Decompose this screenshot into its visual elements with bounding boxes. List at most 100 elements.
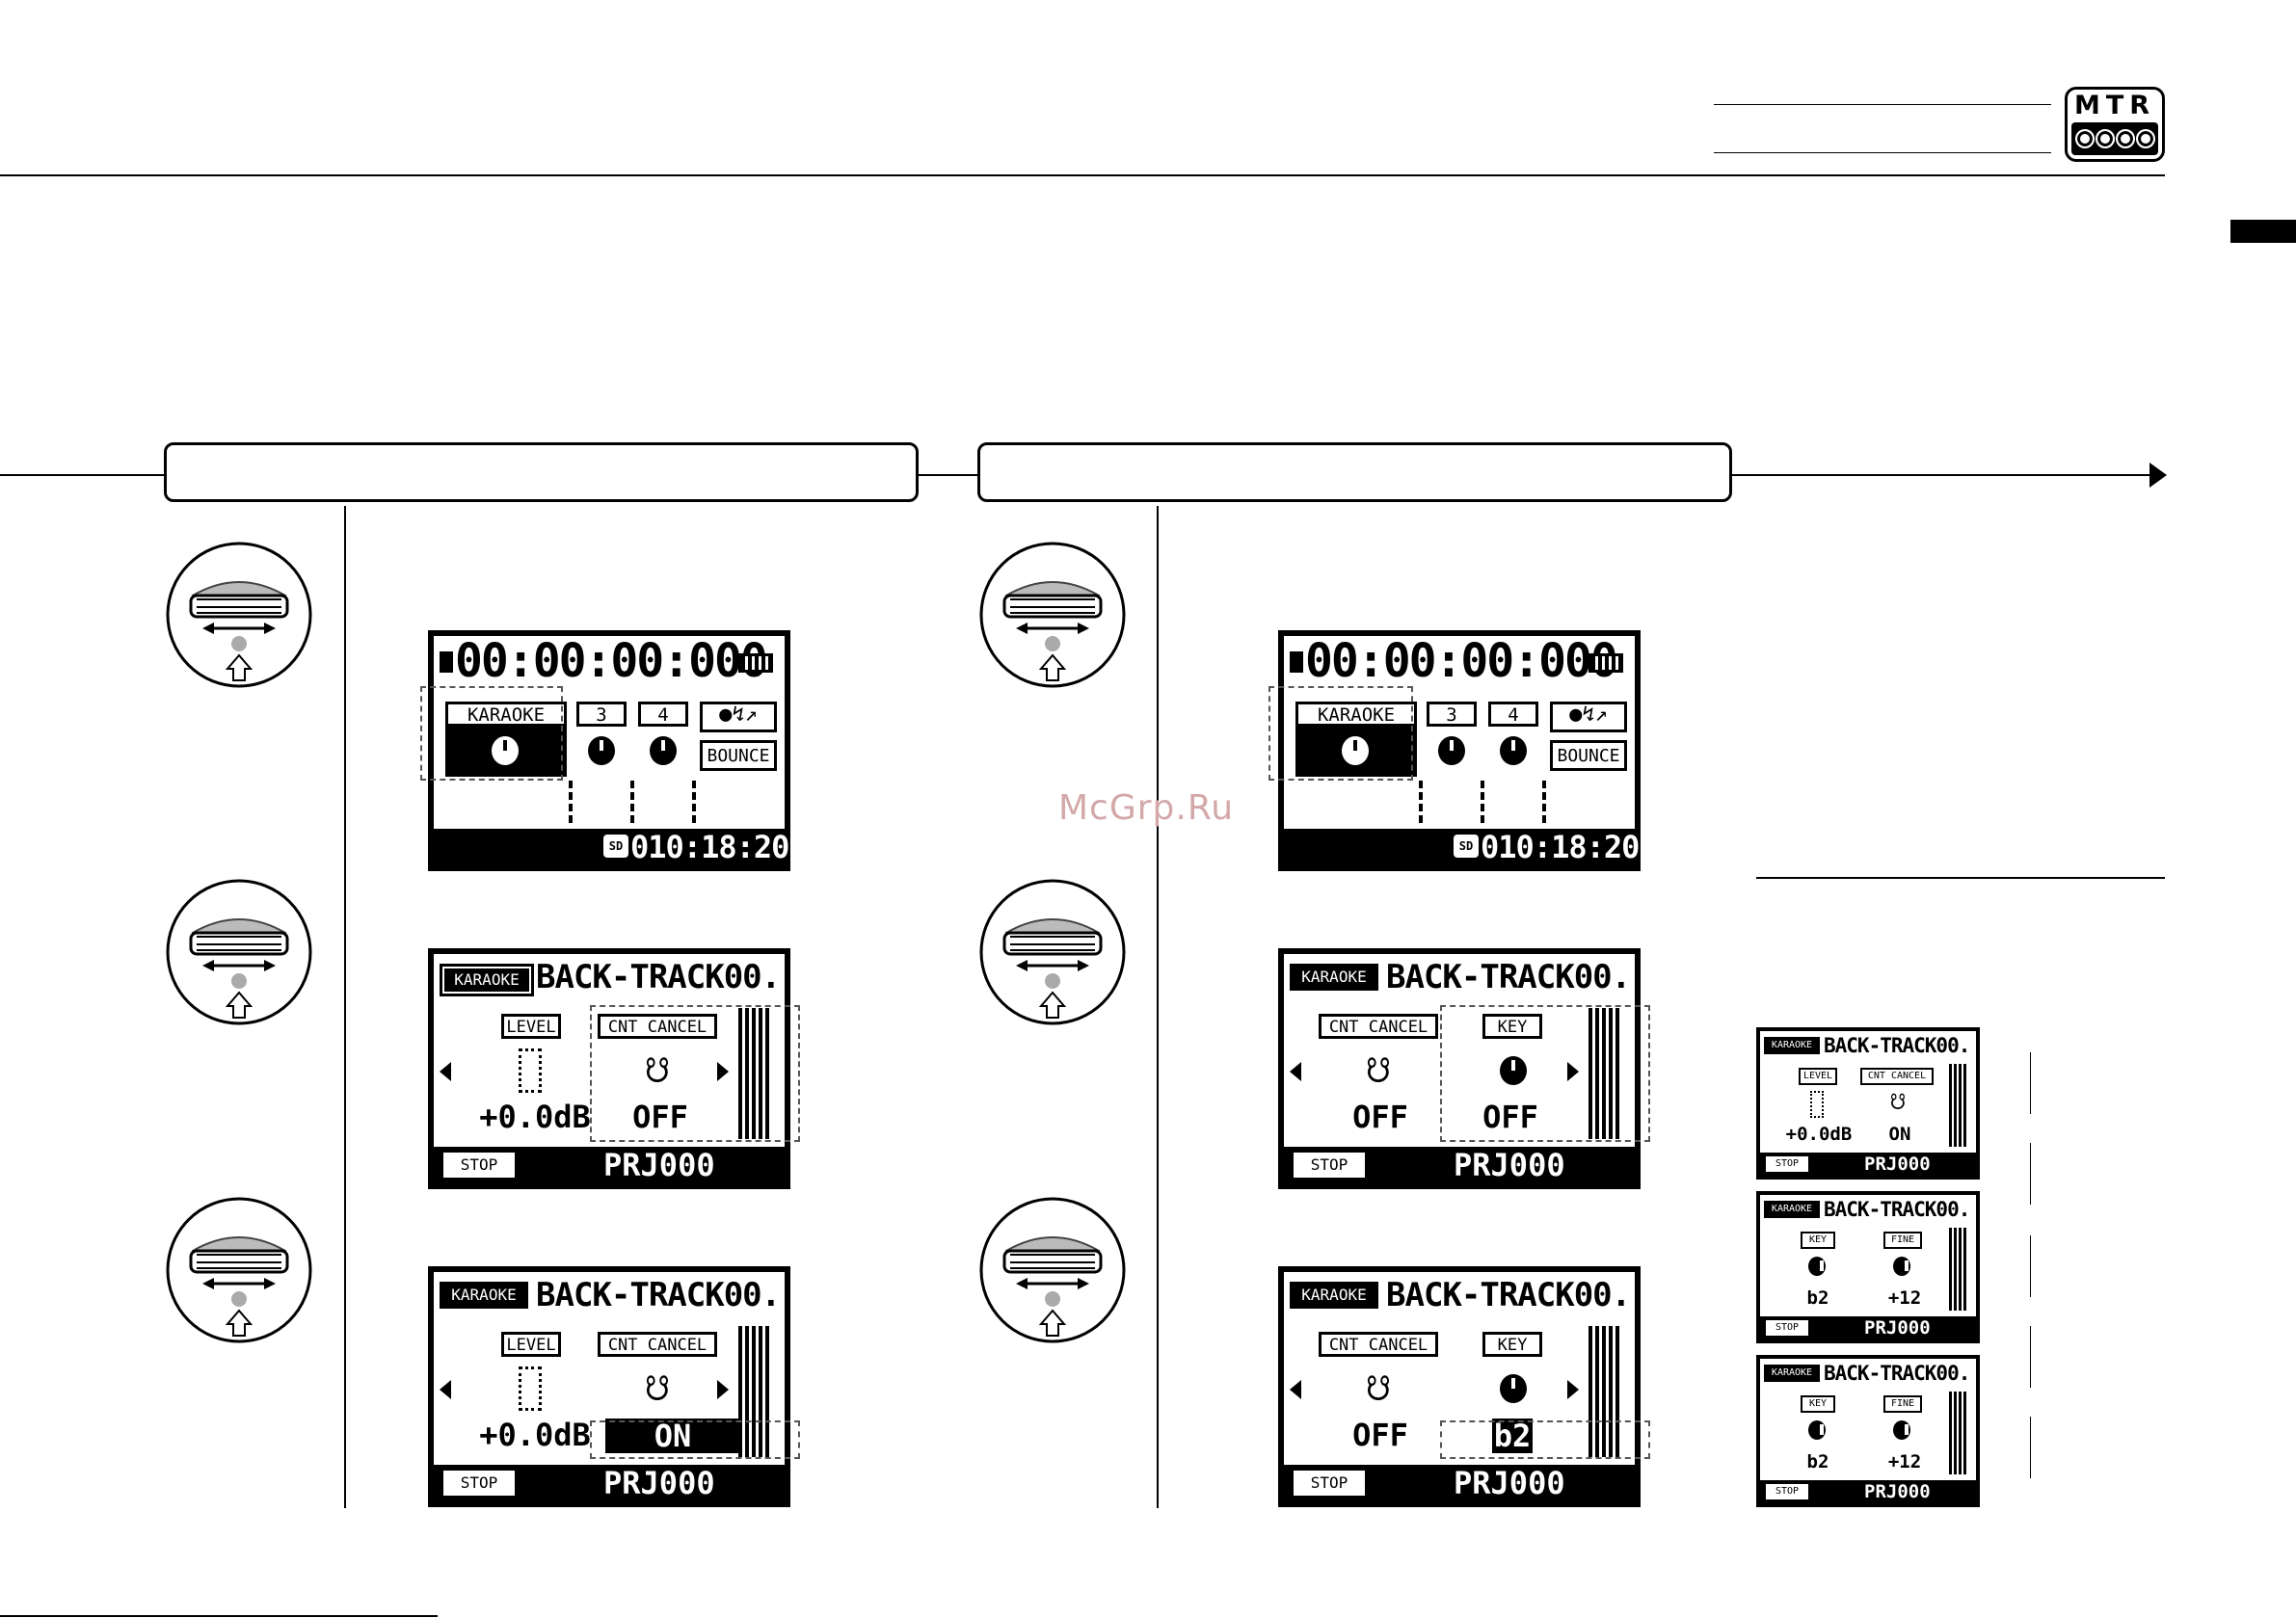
knob-icon <box>2135 129 2155 148</box>
step-header-1 <box>164 442 919 502</box>
param-label-key: KEY <box>1482 1014 1542 1039</box>
fine-value: +12 <box>1887 1287 1922 1309</box>
step-header-2 <box>977 442 1732 502</box>
arrow-right-icon <box>1567 1062 1579 1081</box>
time-counter: 00:00:00:000 <box>455 634 768 688</box>
sd-icon: SD <box>1454 835 1479 858</box>
param-label-cnt-cancel: CNT CANCEL <box>598 1332 717 1357</box>
track-title: BACK-TRACK00. <box>1386 1276 1631 1314</box>
key-knob-icon <box>1808 1257 1826 1276</box>
lcd-home-body: 00:00:00:000 KARAOKE 3 4 ●↯↗ BOUNCE SD 0… <box>1284 636 1640 865</box>
arrow-right-icon <box>717 1380 729 1399</box>
header-rule-short-2 <box>1714 152 2051 153</box>
project-name: PRJ000 <box>1864 1481 1931 1502</box>
project-name: PRJ000 <box>1864 1154 1931 1175</box>
project-name: PRJ000 <box>1454 1465 1565 1501</box>
track-label-karaoke: KARAOKE <box>445 702 567 727</box>
meter-divider <box>1419 781 1423 823</box>
param-label-level: LEVEL <box>501 1014 561 1039</box>
mode-tag: KARAOKE <box>1290 964 1378 991</box>
arrow-left-icon <box>440 1380 451 1399</box>
stop-label: STOP <box>1766 1320 1808 1336</box>
bounce-label: BOUNCE <box>700 740 777 771</box>
lcd-small-key-fine-2: KARAOKE BACK-TRACK00. KEY FINE b2 +12 ST… <box>1756 1355 1980 1507</box>
param-label-level: LEVEL <box>1799 1068 1837 1085</box>
bounce-icon-box: ●↯↗ <box>700 702 777 732</box>
meter-divider <box>630 781 634 823</box>
param-label-fine: FINE <box>1883 1232 1922 1249</box>
bounce-icon-box: ●↯↗ <box>1550 702 1627 732</box>
selection-highlight <box>1440 1420 1650 1459</box>
param-label-key: KEY <box>1801 1232 1835 1249</box>
key-knob-icon <box>1500 1374 1527 1403</box>
bracket-line <box>2030 1235 2031 1297</box>
meter-divider <box>1481 781 1484 823</box>
level-meter <box>1589 1326 1623 1457</box>
mtr-knobs <box>2071 122 2158 155</box>
sd-icon: SD <box>603 835 628 858</box>
track-label-3: 3 <box>576 702 627 727</box>
track-title: BACK-TRACK00. <box>1824 1034 1970 1057</box>
fine-knob-icon <box>1893 1257 1910 1276</box>
level-value: +0.0dB <box>479 1099 591 1135</box>
lcd-karaoke-screen-level-cnt-off: KARAOKE BACK-TRACK00. LEVEL CNT CANCEL ☋… <box>428 948 790 1189</box>
header-rule-short-1 <box>1714 104 2051 105</box>
arrow-right-icon <box>1567 1380 1579 1399</box>
lcd-small-body: KARAOKE BACK-TRACK00. KEY FINE b2 +12 ST… <box>1760 1359 1976 1503</box>
header-rule <box>0 174 2165 176</box>
arrow-left-icon <box>1290 1380 1301 1399</box>
battery-icon <box>738 653 773 673</box>
project-name: PRJ000 <box>603 1147 715 1183</box>
selection-highlight <box>1440 1005 1650 1142</box>
lcd-small-key-fine-1: KARAOKE BACK-TRACK00. KEY FINE b2 +12 ST… <box>1756 1191 1980 1343</box>
bounce-label: BOUNCE <box>1550 740 1627 771</box>
track-title: BACK-TRACK00. <box>1824 1198 1970 1221</box>
remaining-time: 010:18:20 <box>1481 829 1640 865</box>
project-name: PRJ000 <box>603 1465 715 1501</box>
flow-arrow-icon <box>2149 463 2167 488</box>
lcd-home-screen-2: 00:00:00:000 KARAOKE 3 4 ●↯↗ BOUNCE SD 0… <box>1278 630 1641 871</box>
track-label-4: 4 <box>638 702 688 727</box>
track-label-4: 4 <box>1488 702 1538 727</box>
lcd-home-screen-1: 00:00:00:000 KARAOKE 3 4 ●↯↗ BOUNCE SD 0… <box>428 630 790 871</box>
meter-divider <box>569 781 573 823</box>
side-tab <box>2230 220 2296 243</box>
knob-icon <box>2074 129 2095 148</box>
cnt-cancel-value: OFF <box>632 1099 688 1135</box>
key-knob-icon <box>1500 1056 1527 1085</box>
lcd-karaoke-body: KARAOKE BACK-TRACK00. LEVEL CNT CANCEL ☋… <box>434 954 785 1183</box>
lcd-karaoke-body: KARAOKE BACK-TRACK00. CNT CANCEL KEY ☋ O… <box>1284 1272 1635 1501</box>
mode-tag: KARAOKE <box>440 964 534 996</box>
param-label-level: LEVEL <box>501 1332 561 1357</box>
level-meter <box>738 1326 773 1457</box>
level-meter <box>1949 1228 1970 1311</box>
mode-tag: KARAOKE <box>1764 1201 1820 1218</box>
mode-tag: KARAOKE <box>1290 1282 1378 1309</box>
meter-divider <box>692 781 696 823</box>
lcd-karaoke-screen-cnt-key-off: KARAOKE BACK-TRACK00. CNT CANCEL KEY ☋ O… <box>1278 948 1641 1189</box>
level-meter <box>1589 1008 1623 1139</box>
fine-value: +12 <box>1887 1451 1922 1472</box>
lcd-small-body: KARAOKE BACK-TRACK00. KEY FINE b2 +12 ST… <box>1760 1195 1976 1339</box>
lcd-small-body: KARAOKE BACK-TRACK00. LEVEL CNT CANCEL ☋… <box>1760 1031 1976 1176</box>
fader-icon <box>519 1366 542 1411</box>
key-value: b2 <box>1492 1418 1533 1454</box>
param-label-cnt-cancel: CNT CANCEL <box>1319 1014 1438 1039</box>
stop-label: STOP <box>1294 1153 1365 1178</box>
selection-highlight <box>590 1005 800 1142</box>
track-title: BACK-TRACK00. <box>1824 1362 1970 1385</box>
column-divider-2 <box>1157 506 1159 1508</box>
param-label-cnt-cancel: CNT CANCEL <box>598 1014 717 1039</box>
key-knob-icon <box>1808 1420 1826 1440</box>
battery-icon <box>1589 653 1623 673</box>
key-value: b2 <box>1806 1287 1829 1309</box>
cnt-cancel-value: OFF <box>1352 1099 1408 1135</box>
watermark-text: McGrp.Ru <box>1058 788 1235 828</box>
level-meter <box>1949 1392 1970 1474</box>
note-rule <box>1756 877 2165 879</box>
project-name: PRJ000 <box>1454 1147 1565 1183</box>
cnt-cancel-value: ON <box>605 1419 740 1453</box>
level-meter <box>738 1008 773 1139</box>
fader-icon <box>519 1048 542 1093</box>
stop-label: STOP <box>1766 1156 1808 1172</box>
